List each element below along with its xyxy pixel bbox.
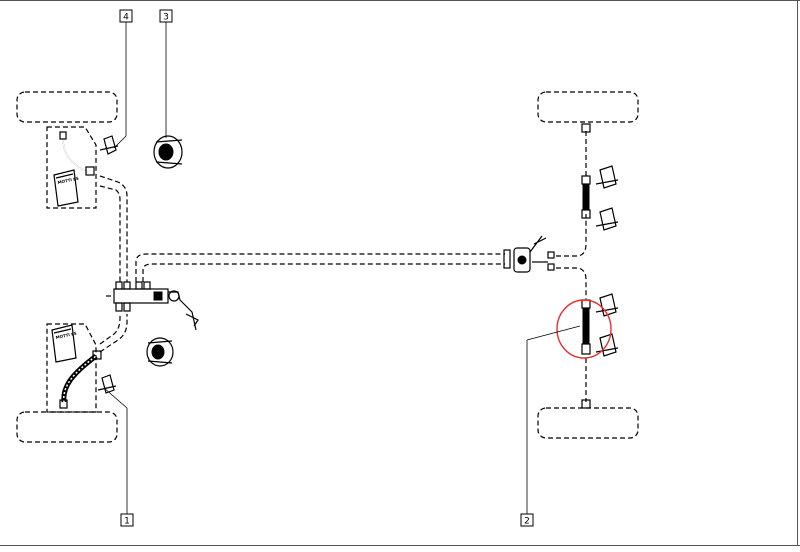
brake-compensator xyxy=(503,235,555,273)
brake-component-rear xyxy=(146,337,174,367)
tube-rear-right xyxy=(556,267,587,300)
callout-2: 2 xyxy=(520,513,534,527)
brake-pedal-linkage xyxy=(168,290,199,331)
detail-frame-bottom xyxy=(46,323,97,413)
booklet-icon: MOTTI ES xyxy=(51,324,77,363)
clip-front-right-lower xyxy=(595,207,619,231)
master-cylinder xyxy=(106,281,169,312)
flex-hose-rear-left xyxy=(59,350,102,409)
tube-rear-left xyxy=(99,314,128,353)
leader-line-4-diag xyxy=(113,135,127,149)
wheel-rear-right xyxy=(537,407,639,439)
wheel-rear-left xyxy=(16,411,118,443)
fitting-front-right xyxy=(581,123,591,133)
callout-label: 4 xyxy=(123,13,129,23)
callout-label: 2 xyxy=(524,517,530,527)
wheel-front-left xyxy=(16,91,118,123)
tube-long-upper xyxy=(135,253,505,282)
tube-front-left-inner xyxy=(99,185,121,282)
callout-label: 3 xyxy=(163,13,169,23)
callout-4: 4 xyxy=(119,9,133,23)
callout-label: 1 xyxy=(124,517,130,527)
brake-component-front xyxy=(153,135,183,169)
booklet-label: MOTTI ES xyxy=(57,176,79,185)
callout-1: 1 xyxy=(120,513,134,527)
tube-rear-left-inner xyxy=(99,314,121,345)
leader-line-2-diag xyxy=(526,325,581,341)
wheel-front-right xyxy=(537,91,639,123)
clip-rear-left xyxy=(97,374,117,394)
callout-3: 3 xyxy=(159,9,173,23)
fitting-rear-right xyxy=(581,399,591,409)
tube-front-right xyxy=(556,214,587,257)
clip-front-left xyxy=(99,135,119,155)
flex-hose-rear-right xyxy=(581,299,591,355)
booklet-icon: MOTTI ES xyxy=(53,169,79,207)
highlight-circle xyxy=(556,299,612,359)
booklet-label: MOTTI ES xyxy=(55,331,77,340)
flex-hose-front-right xyxy=(581,175,591,219)
leader-line-1-diag xyxy=(103,387,128,409)
detail-frame-top xyxy=(46,126,97,209)
clip-front-right-upper xyxy=(595,165,619,189)
clip-rear-right-upper xyxy=(595,293,619,317)
flex-hose-front-left xyxy=(59,131,95,176)
tube-long-lower xyxy=(142,263,505,282)
tube-front-left xyxy=(99,175,128,282)
